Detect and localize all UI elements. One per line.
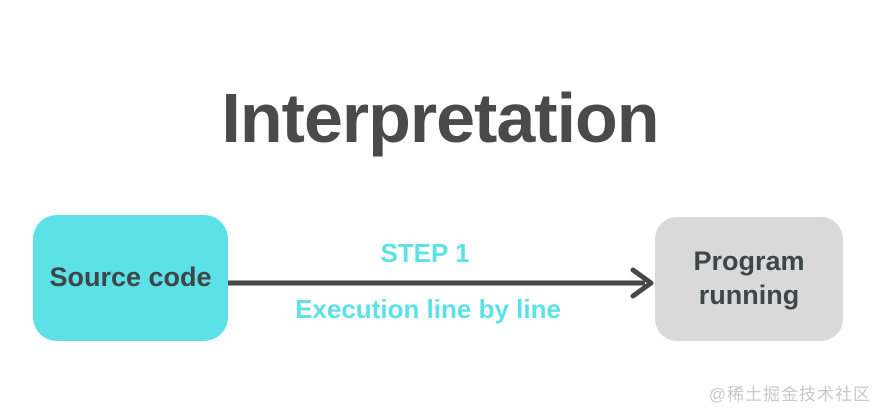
program-running-label: Program running <box>693 246 805 310</box>
execution-description-label: Execution line by line <box>295 294 561 324</box>
watermark-text: @稀土掘金技术社区 <box>708 385 871 404</box>
source-code-label: Source code <box>49 262 212 293</box>
program-running-box: Program running <box>655 217 843 341</box>
flow-arrow-icon <box>228 267 654 299</box>
page-title: Interpretation <box>221 79 659 157</box>
step-1-label: STEP 1 <box>380 238 470 268</box>
source-code-box: Source code <box>33 215 228 341</box>
